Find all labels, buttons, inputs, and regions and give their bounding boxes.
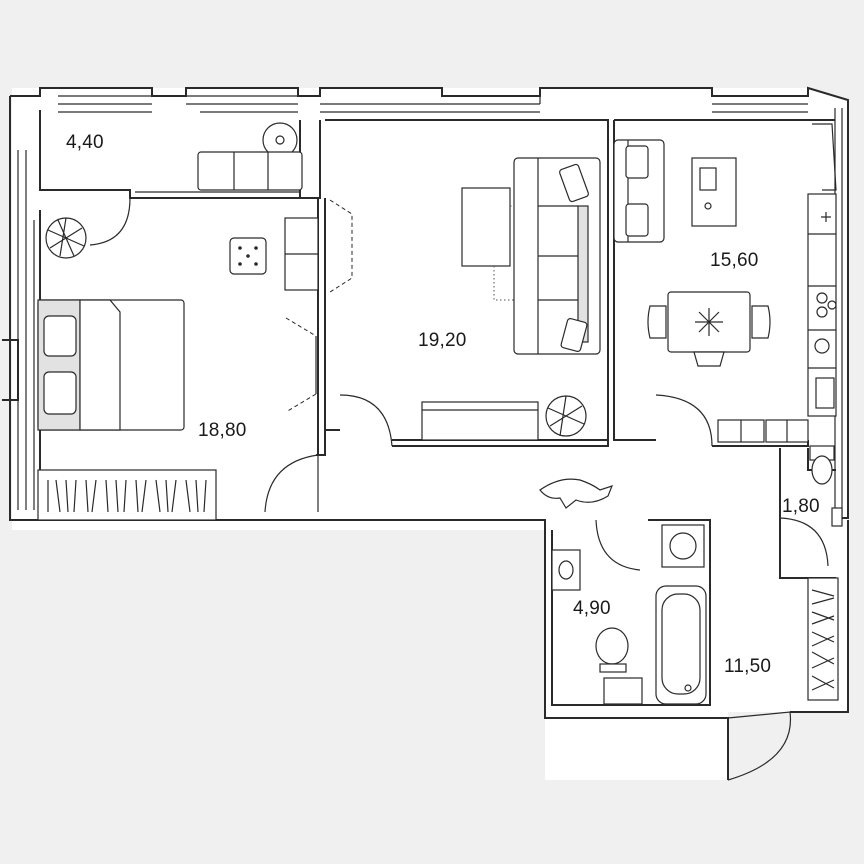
area-label-balcony: 4,40 bbox=[66, 132, 104, 153]
balcony bbox=[39, 110, 321, 246]
area-label-bathroom: 4,90 bbox=[573, 598, 611, 619]
bathroom bbox=[551, 519, 711, 706]
bedroom-door bbox=[264, 454, 319, 513]
plant-icon bbox=[45, 217, 87, 259]
area-label-wc: 1,80 bbox=[782, 496, 820, 517]
wardrobe-hangers bbox=[47, 479, 207, 513]
living-room bbox=[325, 119, 835, 447]
outside-area bbox=[10, 530, 545, 780]
kitchen bbox=[613, 123, 837, 447]
area-label-hallway: 11,50 bbox=[724, 656, 772, 677]
area-label-bedroom: 18,80 bbox=[198, 420, 247, 441]
hallway bbox=[727, 577, 839, 781]
outside-area-right bbox=[728, 712, 848, 780]
bedroom bbox=[37, 198, 326, 521]
plant-icon bbox=[545, 395, 587, 437]
dog-figure-icon bbox=[539, 478, 614, 509]
area-label-living-room: 19,20 bbox=[418, 330, 467, 351]
area-label-kitchen: 15,60 bbox=[710, 250, 759, 271]
